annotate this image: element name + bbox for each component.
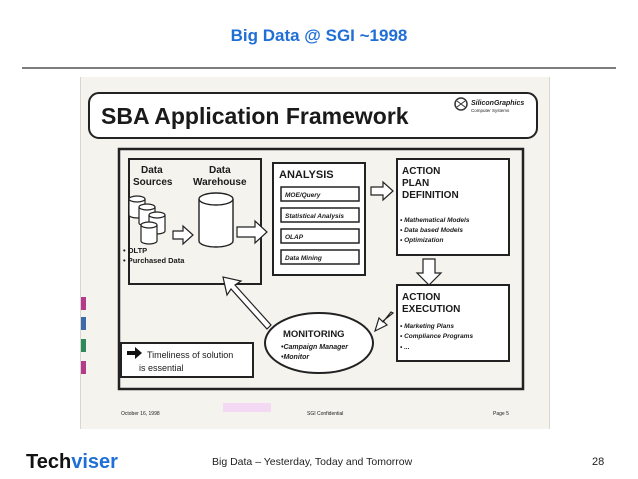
- note-line: Timeliness of solution: [147, 350, 233, 360]
- analysis-item-box: [280, 249, 360, 265]
- analysis-item-box: [280, 228, 360, 244]
- logo-text: SiliconGraphics: [471, 100, 524, 107]
- warehouse-title-1: Data: [209, 165, 231, 176]
- action-plan-title: PLAN: [402, 178, 429, 189]
- monitoring-item: •Campaign Manager: [281, 344, 349, 351]
- heading-band: [88, 92, 538, 139]
- framework-border: [117, 147, 525, 391]
- edge-tab: [81, 339, 86, 352]
- analysis-item: OLAP: [285, 234, 304, 241]
- analysis-item-box: [280, 186, 360, 202]
- silicongraphics-logo-icon: [454, 97, 468, 111]
- arrow-down-left-icon: [374, 311, 395, 333]
- analysis-item: MOE/Query: [285, 192, 321, 199]
- arrow-up-left-icon: [222, 276, 272, 330]
- brand-part-1: Tech: [26, 451, 72, 473]
- logo-subtext: Computer Systems: [471, 108, 510, 113]
- title-divider: [22, 67, 616, 69]
- arrow-right-icon: [370, 180, 394, 202]
- scan-footer-page: Page 5: [493, 411, 509, 417]
- warehouse-database-icon: [198, 192, 234, 248]
- sources-bullet: • OLTP: [123, 246, 147, 255]
- action-plan-box: [396, 158, 510, 256]
- analysis-item: Statistical Analysis: [285, 213, 344, 220]
- scan-footer-date: October 16, 1998: [121, 411, 160, 417]
- monitoring-ellipse: [264, 312, 374, 374]
- slide-title: Big Data @ SGI ~1998: [230, 26, 408, 45]
- action-plan-bullet: • Mathematical Models: [400, 217, 470, 224]
- footer-title: Big Data – Yesterday, Today and Tomorrow: [212, 456, 413, 468]
- arrow-right-icon: [172, 224, 194, 246]
- action-plan-bullet: • Optimization: [400, 237, 443, 244]
- scanned-slide: SBA Application Framework SiliconGraphic…: [80, 77, 550, 429]
- analysis-title: ANALYSIS: [279, 169, 334, 181]
- action-plan-title: ACTION: [402, 166, 440, 177]
- database-icon: [128, 195, 166, 245]
- edge-tab: [81, 297, 86, 310]
- framework-heading: SBA Application Framework: [101, 103, 409, 129]
- arrow-right-solid-icon: [127, 347, 142, 359]
- monitoring-item: •Monitor: [281, 354, 310, 361]
- action-plan-bullet: • Data based Models: [400, 227, 463, 234]
- scan-footer-confidential: SGI Confidential: [307, 411, 343, 417]
- sources-title-1: Data: [141, 165, 163, 176]
- arrow-down-icon: [415, 258, 443, 286]
- note-box: [120, 342, 254, 378]
- warehouse-title-2: Warehouse: [193, 177, 247, 188]
- action-execution-bullet: • Marketing Plans: [400, 323, 454, 330]
- action-execution-bullet: • Compliance Programs: [400, 333, 473, 340]
- edge-tab: [81, 317, 86, 330]
- sources-bullet: • Purchased Data: [123, 256, 185, 265]
- action-execution-title: ACTION: [402, 292, 440, 303]
- note-line: is essential: [139, 363, 184, 373]
- data-box: [128, 158, 262, 285]
- brand-part-2: viser: [71, 451, 118, 473]
- monitoring-title: MONITORING: [283, 329, 345, 340]
- arrow-right-icon: [236, 219, 268, 245]
- action-plan-title: DEFINITION: [402, 190, 459, 201]
- action-execution-box: [396, 284, 510, 362]
- footer-page-number: 28: [592, 456, 605, 468]
- analysis-item-box: [280, 207, 360, 223]
- edge-tab: [81, 361, 86, 374]
- highlight-strip: [223, 403, 271, 412]
- techviser-logo: Techviser: [26, 451, 118, 474]
- action-execution-bullet: • ...: [400, 344, 410, 351]
- action-execution-title: EXECUTION: [402, 304, 460, 315]
- analysis-item: Data Mining: [285, 255, 322, 262]
- sources-title-2: Sources: [133, 177, 173, 188]
- framework-diagram: SBA Application Framework SiliconGraphic…: [81, 92, 538, 417]
